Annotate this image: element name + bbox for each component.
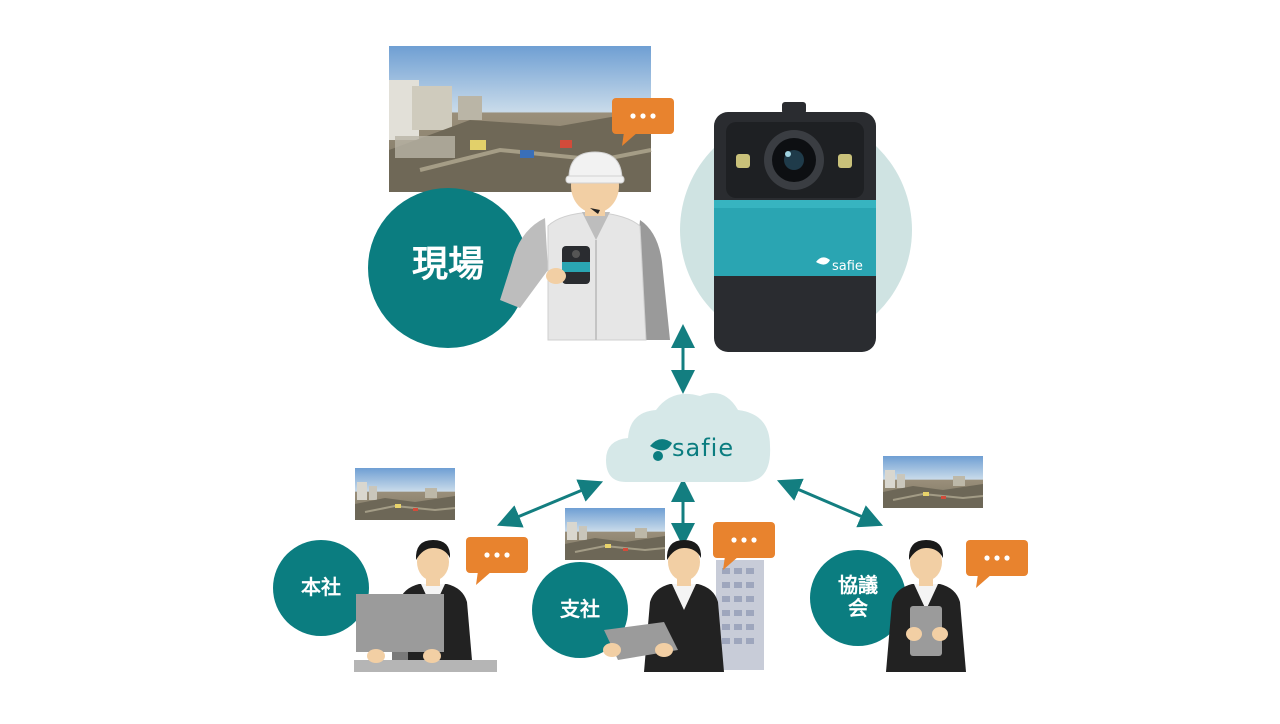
hq-circle xyxy=(273,540,369,636)
council-photo xyxy=(882,455,984,509)
council-label-line1: 協議 xyxy=(838,573,878,597)
cloud-brand: safie xyxy=(672,434,735,462)
branch-tablet xyxy=(603,622,678,660)
safie-logo-icon xyxy=(650,439,672,461)
branch-label: 支社 xyxy=(560,597,600,621)
branch-building xyxy=(716,560,764,670)
council-tablet xyxy=(906,606,948,656)
council-circle xyxy=(810,550,906,646)
camera-brand: safie xyxy=(832,259,863,274)
hq-computer xyxy=(354,594,497,672)
branch-circle xyxy=(532,562,628,658)
hq-photo xyxy=(354,467,456,521)
arrow-cloud-hq xyxy=(496,479,604,528)
safie-cloud xyxy=(606,393,771,482)
council-label-line2: 会 xyxy=(848,596,868,620)
branch-photo xyxy=(564,507,666,561)
site-circle xyxy=(368,188,528,348)
wearable-camera: safie xyxy=(714,102,876,352)
speech-bubble-council xyxy=(966,540,1028,588)
council-label: 協議 会 xyxy=(818,574,898,620)
safie-logo-icon xyxy=(816,257,830,265)
hq-label: 本社 xyxy=(301,575,341,599)
site-label: 現場 xyxy=(411,244,484,285)
speech-bubble-hq xyxy=(466,537,528,585)
field-worker-figure xyxy=(500,151,670,341)
arrow-cloud-council xyxy=(776,478,884,528)
